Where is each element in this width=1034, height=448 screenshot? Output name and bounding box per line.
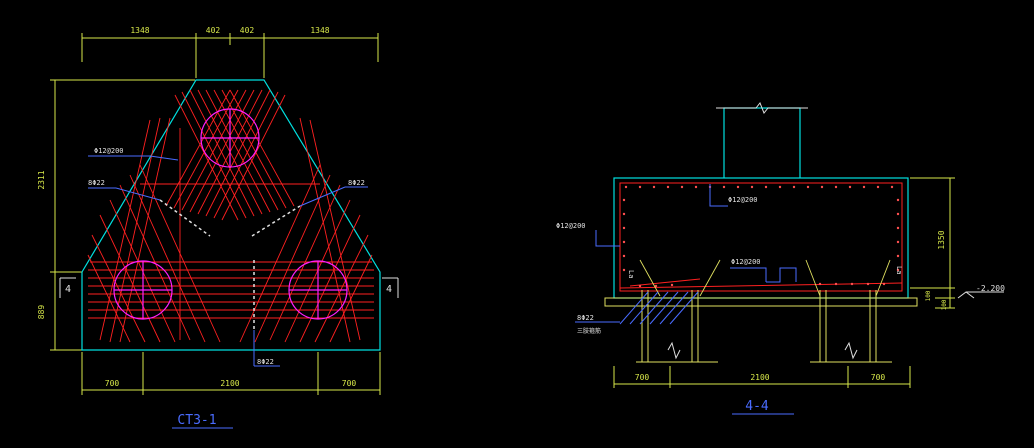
pile-break-left xyxy=(667,341,681,360)
section-dim-right-3: 100 xyxy=(941,299,948,310)
plan-section-mark-right: 4 xyxy=(386,284,392,295)
section-elevation-mark xyxy=(957,291,1004,299)
section-piles xyxy=(636,290,892,363)
plan-dim-bottom-3: 700 xyxy=(342,379,357,388)
section-pile-anchors xyxy=(639,259,891,297)
section-label-bottom-rebar: Φ12@200 xyxy=(731,258,761,266)
plan-dim-top-1: 1348 xyxy=(130,26,149,35)
section-leaders xyxy=(575,184,797,323)
section-hatch xyxy=(619,291,699,325)
plan-label-rebar-d: 8Φ22 xyxy=(257,358,274,366)
section-elevation-value: -2.200 xyxy=(976,284,1005,293)
section-break-mark xyxy=(716,102,808,114)
section-title: 4-4 xyxy=(745,399,769,414)
section-bottom-dimension xyxy=(613,366,911,388)
section-dim-bottom-2: 2100 xyxy=(750,373,769,382)
section-label-la-left: La xyxy=(627,270,635,278)
section-label-side-rebar: Φ12@200 xyxy=(556,222,586,230)
section-label-la-right: La xyxy=(895,266,903,274)
plan-dim-top-4: 1348 xyxy=(310,26,329,35)
pile-break-right xyxy=(844,341,858,360)
section-dim-right-1: 1350 xyxy=(937,230,946,249)
plan-rebar-mesh xyxy=(87,89,374,343)
section-dim-bottom-1: 700 xyxy=(635,373,650,382)
section-cap-outline xyxy=(613,177,909,299)
plan-dim-left-2: 889 xyxy=(37,305,46,320)
plan-dim-top-3: 402 xyxy=(240,26,255,35)
plan-section-marks xyxy=(59,277,399,298)
plan-leaders xyxy=(88,155,368,367)
plan-dim-left-1: 2311 xyxy=(37,170,46,189)
plan-dim-bottom-1: 700 xyxy=(105,379,120,388)
section-column xyxy=(723,107,801,178)
section-rebar xyxy=(619,182,903,292)
section-blinding-layer xyxy=(604,297,918,307)
section-label-top-rebar: Φ12@200 xyxy=(728,196,758,204)
section-label-bar-bundle: 8Φ22 xyxy=(577,314,594,322)
plan-top-dimension xyxy=(81,33,379,78)
section-dim-bottom-3: 700 xyxy=(871,373,886,382)
plan-dim-top-2: 402 xyxy=(206,26,221,35)
plan-label-rebar-a: Φ12@200 xyxy=(94,147,124,155)
section-dim-right-2: 100 xyxy=(925,290,932,301)
plan-bottom-dimension xyxy=(81,352,381,395)
plan-bar-bundles xyxy=(159,199,301,330)
plan-title: CT3-1 xyxy=(177,413,216,428)
plan-dim-bottom-2: 2100 xyxy=(220,379,239,388)
plan-view: 1348 402 402 1348 2311 889 xyxy=(37,26,399,429)
plan-left-dimension xyxy=(50,79,195,351)
plan-piles xyxy=(113,108,348,320)
plan-cap-outline xyxy=(81,79,381,351)
plan-label-rebar-c: 8Φ22 xyxy=(348,179,365,187)
section-label-bar-bundle-sub: 三肢箍筋 xyxy=(577,327,601,335)
plan-label-rebar-b: 8Φ22 xyxy=(88,179,105,187)
section-right-dimension xyxy=(910,177,955,309)
plan-section-mark-left: 4 xyxy=(65,284,71,295)
section-view: Φ12@200 Φ12@200 Φ12@200 8Φ22 三肢箍筋 La La … xyxy=(556,102,1005,415)
section-rebar-dots xyxy=(622,185,900,288)
